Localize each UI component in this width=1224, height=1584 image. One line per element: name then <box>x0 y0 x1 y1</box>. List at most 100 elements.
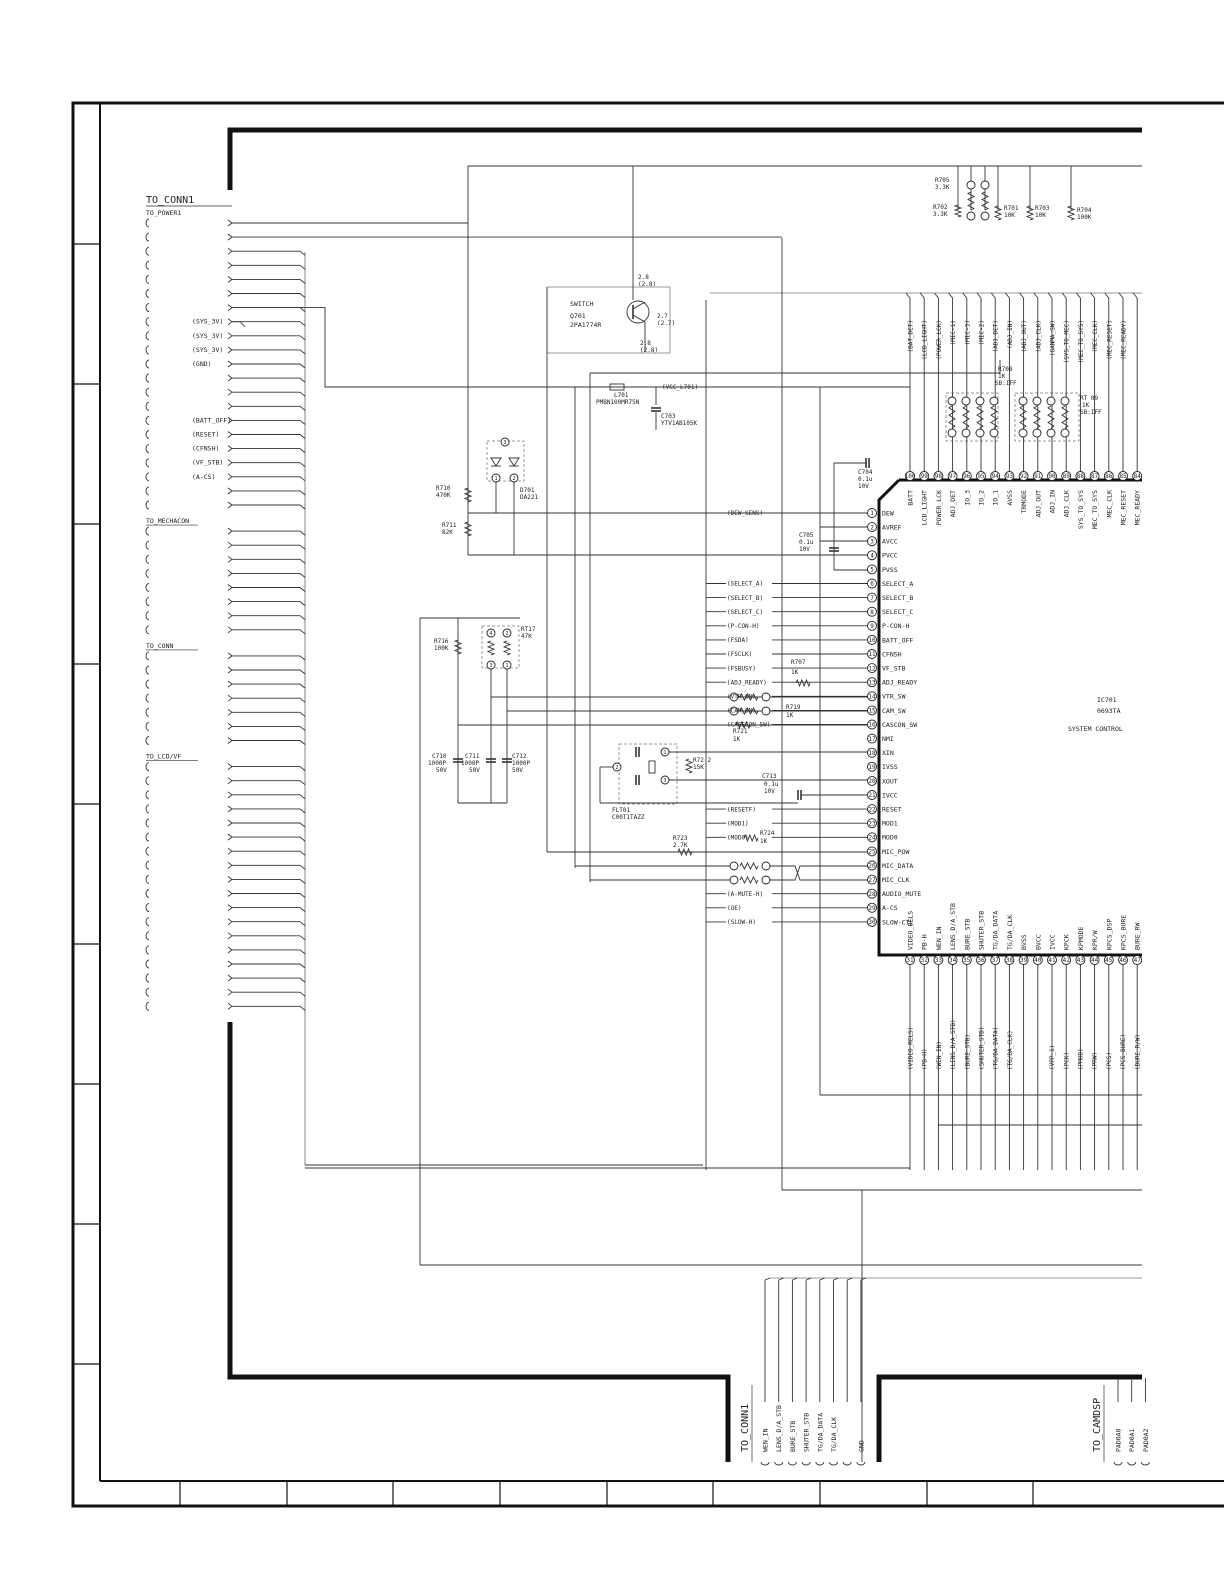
c713-value: 0.1u <box>764 781 779 788</box>
ic701-pin-label: ADJ_IN <box>1049 490 1057 514</box>
ic701-net-label: (MOD0) <box>727 835 749 842</box>
resistor-array-pin <box>975 428 985 438</box>
connector-pin-mark <box>145 1001 150 1011</box>
ic701-pin: 3 <box>867 536 877 547</box>
connector-arrow <box>227 318 233 323</box>
ic701-pin: 37 <box>990 955 1001 965</box>
resistor <box>948 405 956 429</box>
ic701-pin: 95 <box>976 471 986 481</box>
r710-value: 470K <box>436 492 451 499</box>
page-frame <box>71 101 1224 1508</box>
connector-pin-mark <box>145 472 150 482</box>
resistor-array-pin <box>1018 428 1028 438</box>
ic701-pin: 19 <box>867 761 877 772</box>
connector-pin-mark <box>145 959 150 969</box>
ic701-pin-label: BATT <box>907 490 915 506</box>
ic701-pin-label: TG/DA_CLK <box>1006 915 1014 950</box>
connector-pin-mark <box>145 401 150 411</box>
resistor-array-pin <box>761 861 771 871</box>
pin-number: 3 <box>503 440 506 446</box>
connector-pin-mark <box>1113 1461 1123 1466</box>
l701-ref: L701 <box>614 392 629 399</box>
ic701-pin: 99 <box>919 471 930 481</box>
connector-pin-mark <box>145 651 150 661</box>
flt701-pin: 2 <box>612 762 622 772</box>
r708-value: SB:IFF <box>995 380 1017 387</box>
pin-number: 92 <box>1020 473 1028 480</box>
connector-pin-mark <box>145 846 150 856</box>
ic701-net-label: (FSBUSY) <box>727 665 756 672</box>
bus-entry <box>1005 292 1010 299</box>
r701-value: 10K <box>1004 212 1015 219</box>
ic701-pin: 27 <box>867 874 877 885</box>
resistor-array-pin <box>989 396 999 406</box>
r723-ref: R723 <box>673 835 688 842</box>
resistor-array-pin <box>729 692 739 702</box>
connector-pin-mark <box>145 444 150 454</box>
ic701-net-label: (MIC-2) <box>979 320 986 345</box>
resistor-array-pin <box>947 428 957 438</box>
connector-arrow <box>227 501 233 506</box>
connector-pin-mark <box>145 260 150 270</box>
connector-pin-mark <box>787 1461 797 1466</box>
ic701-pin: 100 <box>905 471 916 481</box>
c712-ref: C712 <box>512 753 527 760</box>
ic701-pin: 42 <box>1061 955 1072 965</box>
ic701-pin-label: TRMODE <box>1020 490 1028 514</box>
ic701-pin: 97 <box>947 471 958 481</box>
ic701-pin: 22 <box>867 804 877 815</box>
ic701-pin: 16 <box>867 719 877 730</box>
c710-value: 50V <box>436 767 447 774</box>
resistor-array-pin <box>729 875 739 885</box>
pin-number: 2 <box>512 476 515 482</box>
connector-arrow <box>227 417 233 421</box>
r705-ref: R705 <box>935 177 950 184</box>
ic701-pin-label: MEC_TO_SYS <box>1091 490 1099 529</box>
ic701-pin: 26 <box>867 860 877 871</box>
connector-arrow <box>227 918 233 923</box>
ic701-pin: 46 <box>1118 955 1128 965</box>
ic701-net-label: (POWER_LCK) <box>936 320 943 360</box>
q701-voltage: 2.8 <box>638 274 649 281</box>
connector-pin-mark <box>145 554 150 564</box>
connector-arrow <box>227 946 233 951</box>
connector-arrow <box>227 473 233 478</box>
ic701-net-label: (PMOD) <box>1078 1048 1085 1070</box>
connector-pin-mark <box>856 1461 866 1466</box>
connector-arrow <box>227 346 233 351</box>
bus-entry <box>934 292 939 299</box>
pin-number: 7 <box>870 595 874 602</box>
ic701-pin-label: PVCC <box>882 552 898 560</box>
resistor-array-pin <box>1032 396 1042 406</box>
connector-arrow <box>227 527 233 532</box>
connector-pin-mark <box>145 987 150 997</box>
d701-pin: 1 <box>491 473 501 483</box>
r705-pin <box>966 180 976 190</box>
ic701-pin-label: BATT_OFF <box>882 636 913 644</box>
diode <box>490 457 502 467</box>
r719-value: 1K <box>786 712 794 719</box>
camdsp-connector-title: TO_CAMDSP <box>1092 1398 1103 1452</box>
connector-arrow <box>227 890 233 894</box>
connector-arrow <box>227 666 233 671</box>
ic701-pin-label: KPCK <box>1063 934 1071 950</box>
pin-number: 96 <box>963 473 971 480</box>
connector-pin-mark <box>774 1461 784 1466</box>
connector-arrow <box>227 805 233 810</box>
pin-number: 15 <box>868 708 876 715</box>
connector-arrow <box>227 598 233 602</box>
c705-value: 0.1u <box>799 539 814 546</box>
ic701-pin-label: IO_2 <box>978 490 986 506</box>
connector-pin-mark <box>1140 1461 1150 1466</box>
r709-value: 1K <box>1082 402 1090 409</box>
resistor-array-pin <box>1018 396 1028 406</box>
resistor-array-pin <box>1060 428 1070 438</box>
pin-number: 4 <box>870 553 874 560</box>
ic701-pin-label: NMI <box>882 735 894 743</box>
ic701-net-label: (SELECT_A) <box>727 581 763 588</box>
ic701-pin-label: SELECT_C <box>882 608 913 616</box>
connector-pin-mark <box>145 317 150 327</box>
connector-arrow <box>227 777 233 782</box>
pin-number: 100 <box>905 473 916 480</box>
